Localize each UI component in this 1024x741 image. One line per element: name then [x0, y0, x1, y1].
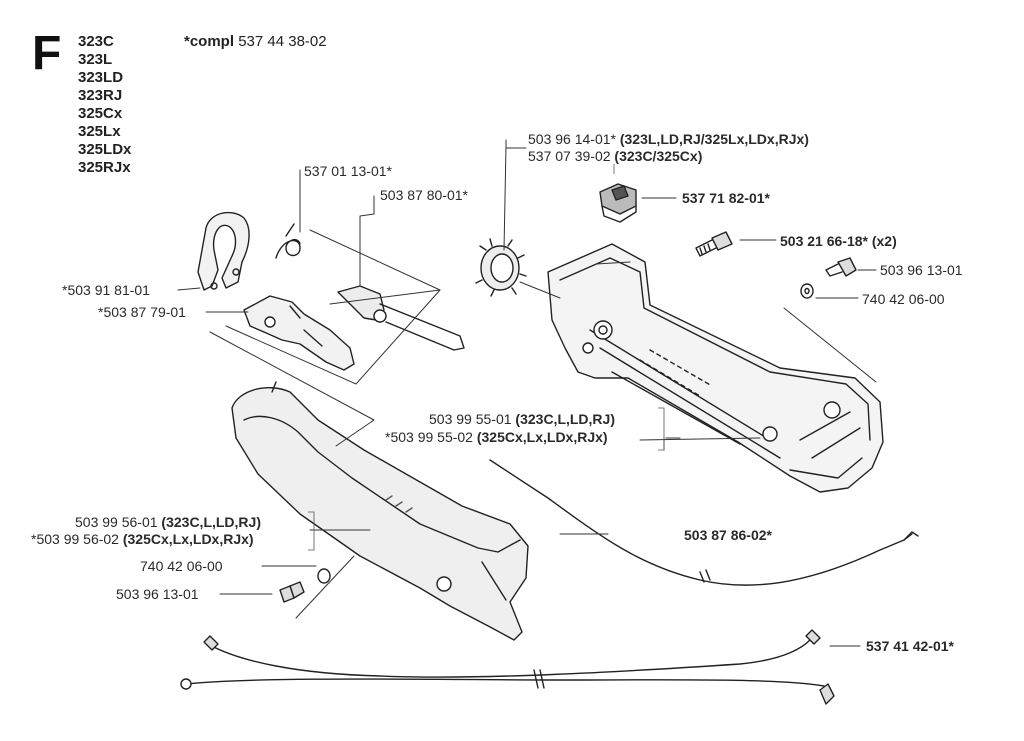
- part-label: *503 91 81-01: [62, 282, 150, 298]
- part-label: 503 99 55-01 (323C,L,LD,RJ): [429, 411, 615, 427]
- part-label: 537 41 42-01*: [866, 638, 954, 654]
- part-label: 537 71 82-01*: [682, 190, 770, 206]
- upper-handle-housing: [547, 243, 884, 493]
- part-label: *503 99 56-02 (325Cx,Lx,LDx,RJx): [31, 531, 254, 547]
- spring: [275, 223, 301, 259]
- part-label: 740 42 06-00: [140, 558, 223, 574]
- lower-handle-grip: [231, 381, 529, 641]
- part-label: 503 96 13-01: [880, 262, 963, 278]
- model-item: 325RJx: [78, 159, 131, 176]
- complete-assembly: *compl 537 44 38-02: [184, 33, 327, 51]
- part-label: 740 42 06-00: [862, 291, 945, 307]
- model-item: 323L: [78, 51, 113, 68]
- part-label: 503 21 66-18* (x2): [780, 233, 897, 249]
- section-letter: F: [32, 27, 62, 80]
- model-item: 323LD: [78, 69, 124, 86]
- part-label: 503 87 80-01*: [380, 187, 468, 203]
- throttle-lock: [337, 285, 465, 351]
- part-label: 537 07 39-02 (323C/325Cx): [528, 148, 703, 164]
- throttle-trigger: [243, 295, 355, 371]
- part-label: *503 87 79-01: [98, 304, 186, 320]
- model-item: 325Cx: [78, 105, 123, 122]
- part-label: 503 96 13-01: [116, 586, 199, 602]
- model-item: 323RJ: [78, 87, 123, 104]
- screw-top: [695, 231, 733, 257]
- part-label: 503 87 86-02*: [684, 527, 772, 543]
- ring-nut: [475, 238, 527, 297]
- compl-prefix: *compl: [184, 33, 235, 50]
- screw-washer-top: [800, 257, 857, 299]
- model-list: 323C 323L 323LD 323RJ 325Cx 325Lx 325LDx…: [78, 33, 131, 177]
- model-item: 325LDx: [78, 141, 132, 158]
- stop-switch: [599, 183, 637, 223]
- ignition-wire: [180, 629, 835, 705]
- model-item: 323C: [78, 33, 114, 50]
- part-label: 537 01 13-01*: [304, 163, 392, 179]
- part-label: 503 99 56-01 (323C,L,LD,RJ): [75, 514, 261, 530]
- part-label: *503 99 55-02 (325Cx,Lx,LDx,RJx): [385, 429, 608, 445]
- handle-clamp: [197, 211, 250, 291]
- model-item: 325Lx: [78, 123, 121, 140]
- screw-washer-bottom: [279, 568, 331, 603]
- throttle-cable: [489, 459, 919, 586]
- part-label: 503 96 14-01* (323L,LD,RJ/325Lx,LDx,RJx): [528, 131, 809, 147]
- compl-number: 537 44 38-02: [238, 33, 327, 50]
